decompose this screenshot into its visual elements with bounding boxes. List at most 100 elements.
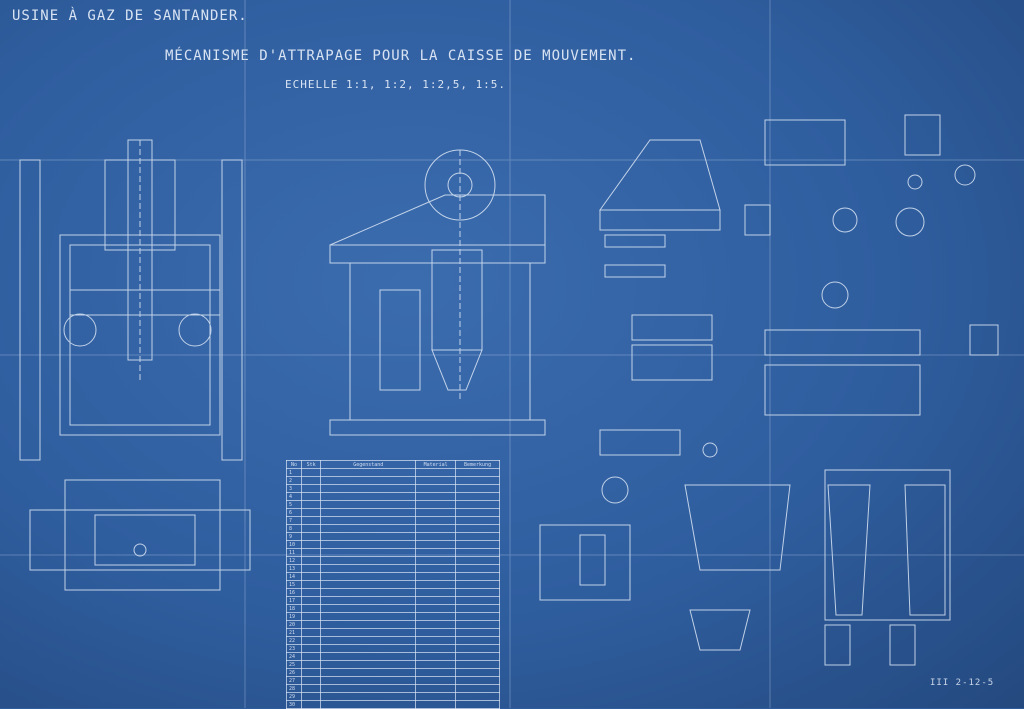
table-row: 2: [285, 476, 500, 485]
table-cell: [455, 628, 500, 637]
table-row: 22: [285, 636, 500, 645]
table-cell: [455, 476, 500, 485]
table-cell: [415, 508, 457, 517]
table-cell: [415, 636, 457, 645]
table-cell: [415, 652, 457, 661]
col-header-qty: Stk: [301, 460, 322, 469]
table-cell: 14: [285, 572, 303, 581]
table-row: 27: [285, 676, 500, 685]
table-cell: 16: [285, 588, 303, 597]
table-cell: [301, 692, 322, 701]
table-cell: [320, 596, 417, 605]
table-row: 12: [285, 556, 500, 565]
table-cell: [415, 532, 457, 541]
table-cell: [301, 476, 322, 485]
table-cell: [320, 636, 417, 645]
table-cell: [320, 580, 417, 589]
table-row: 5: [285, 500, 500, 509]
table-cell: 1: [285, 468, 303, 477]
table-cell: [415, 484, 457, 493]
table-cell: [301, 564, 322, 573]
table-cell: [320, 492, 417, 501]
table-cell: 4: [285, 492, 303, 501]
table-cell: 28: [285, 684, 303, 693]
table-cell: [455, 636, 500, 645]
table-cell: [301, 548, 322, 557]
table-cell: [415, 700, 457, 709]
table-cell: 25: [285, 660, 303, 669]
table-cell: [415, 556, 457, 565]
table-row: 16: [285, 588, 500, 597]
detail-views: [539, 114, 999, 666]
table-cell: [320, 668, 417, 677]
table-row: 1: [285, 468, 500, 477]
table-cell: [415, 492, 457, 501]
table-cell: [415, 692, 457, 701]
table-cell: [320, 564, 417, 573]
table-row: 7: [285, 516, 500, 525]
table-cell: [455, 668, 500, 677]
table-cell: 6: [285, 508, 303, 517]
side-section-view: [329, 149, 546, 436]
table-cell: 8: [285, 524, 303, 533]
table-cell: [301, 620, 322, 629]
table-cell: 27: [285, 676, 303, 685]
table-cell: 10: [285, 540, 303, 549]
col-header-remarks: Bemerkung: [455, 460, 500, 469]
table-cell: [301, 652, 322, 661]
table-cell: [301, 572, 322, 581]
table-cell: [415, 468, 457, 477]
table-row: 23: [285, 644, 500, 653]
archive-stamp: III 2-12-5: [930, 678, 995, 688]
table-cell: [301, 676, 322, 685]
table-cell: [320, 652, 417, 661]
table-cell: [301, 500, 322, 509]
table-cell: [320, 684, 417, 693]
table-cell: [301, 540, 322, 549]
table-cell: [415, 516, 457, 525]
table-cell: [301, 612, 322, 621]
table-cell: [301, 588, 322, 597]
table-cell: [301, 468, 322, 477]
table-cell: [455, 564, 500, 573]
table-cell: [415, 540, 457, 549]
table-row: 6: [285, 508, 500, 517]
table-cell: [301, 604, 322, 613]
table-cell: [455, 468, 500, 477]
table-cell: [455, 556, 500, 565]
table-row: 20: [285, 620, 500, 629]
table-cell: [301, 524, 322, 533]
table-cell: [301, 684, 322, 693]
table-cell: [320, 628, 417, 637]
table-cell: [415, 564, 457, 573]
table-cell: [301, 700, 322, 709]
table-cell: [320, 540, 417, 549]
table-cell: 9: [285, 532, 303, 541]
drawing-title: USINE À GAZ DE SANTANDER.: [12, 8, 248, 24]
table-cell: [301, 508, 322, 517]
table-cell: [415, 476, 457, 485]
table-cell: 12: [285, 556, 303, 565]
scale-label: ECHELLE 1:1, 1:2, 1:2,5, 1:5.: [285, 78, 507, 91]
table-cell: [320, 532, 417, 541]
table-cell: [455, 572, 500, 581]
table-cell: [301, 644, 322, 653]
table-cell: [301, 532, 322, 541]
table-cell: [415, 604, 457, 613]
table-cell: [301, 516, 322, 525]
table-cell: 17: [285, 596, 303, 605]
table-row: 17: [285, 596, 500, 605]
table-cell: [320, 484, 417, 493]
table-cell: [455, 500, 500, 509]
table-cell: [415, 660, 457, 669]
table-row: 18: [285, 604, 500, 613]
table-cell: [455, 508, 500, 517]
table-cell: [320, 612, 417, 621]
table-cell: [320, 468, 417, 477]
table-cell: [455, 532, 500, 541]
table-row: 24: [285, 652, 500, 661]
table-cell: [455, 548, 500, 557]
table-cell: 13: [285, 564, 303, 573]
table-row: 8: [285, 524, 500, 533]
